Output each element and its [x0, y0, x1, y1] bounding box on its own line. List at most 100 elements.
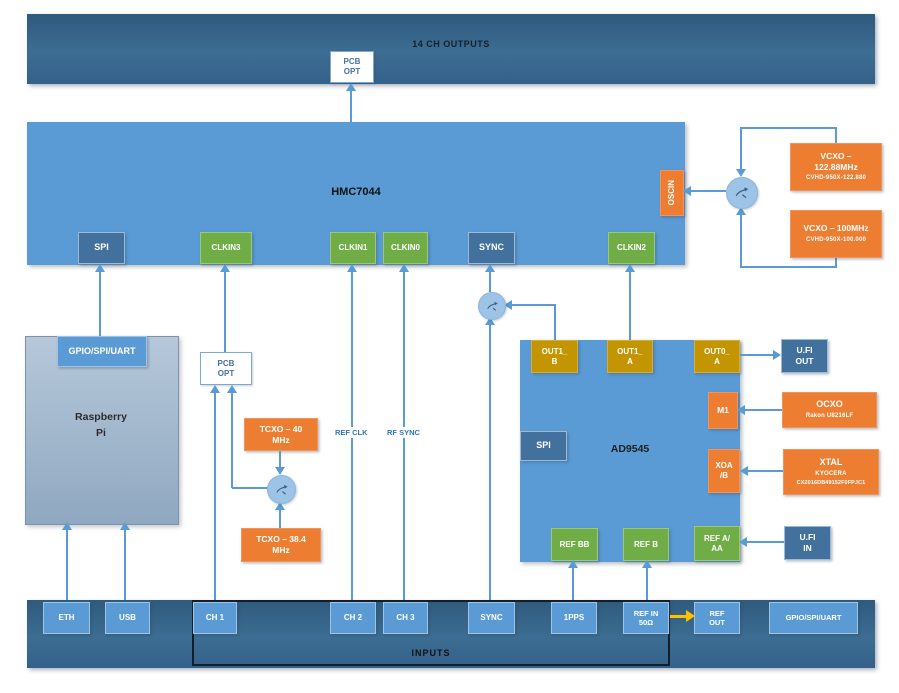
arrowhead [275, 502, 285, 510]
mux-switch-icon [735, 187, 749, 199]
vcxo-122-block: VCXO – 122.88MHz CVHD-950X-122.880 [790, 143, 882, 191]
arrowhead [95, 264, 105, 272]
connector-line [835, 128, 837, 143]
connector-line [512, 304, 556, 306]
arrowhead [642, 560, 652, 568]
arrowhead [275, 467, 285, 475]
arrowhead [347, 264, 357, 272]
connector-line [489, 271, 491, 292]
arrowhead [736, 169, 746, 177]
port-hmc-clkin1: CLKIN1 [330, 232, 376, 264]
arrowhead [485, 317, 495, 325]
connector-line [740, 214, 742, 268]
port-ad-spi: SPI [520, 431, 567, 461]
arrowhead [210, 385, 220, 393]
connector-line [744, 409, 782, 411]
ref-out-connector-line [670, 615, 688, 618]
connector-line [690, 190, 726, 192]
port-ad-refa: REF A/AA [694, 526, 740, 561]
connector-line [646, 567, 648, 600]
port-ad-m1: M1 [708, 392, 738, 429]
connector-line [224, 271, 226, 352]
arrowhead [504, 300, 512, 310]
connector-line [740, 266, 837, 268]
rf-sync-line-label: RF SYNC [384, 427, 423, 438]
ref-out-arrowhead [686, 610, 695, 622]
hmc7044-title: HMC7044 [331, 186, 381, 198]
vcxo-mux-switch [726, 177, 758, 209]
port-ad-out0a: OUT0_A [694, 340, 740, 373]
connector-line [231, 392, 233, 488]
xtal-block: XTAL KYOCERA CX2016DB49152F0FPJC1 [783, 449, 879, 495]
connector-line [489, 324, 491, 600]
connector-line [740, 127, 837, 129]
connector-line [572, 567, 574, 600]
mux-switch-icon [486, 301, 498, 311]
vcxo-100-block: VCXO – 100MHz CVHD-950X-100.000 [790, 210, 882, 258]
input-ch2: CH 2 [330, 602, 376, 634]
connector-line [350, 90, 352, 122]
connector-line [629, 271, 631, 340]
outputs-bar: 14 CH OUTPUTS [27, 14, 875, 84]
sync-mux-switch [478, 292, 506, 320]
port-ad-xoab: XOA/B [708, 449, 740, 493]
arrowhead [62, 522, 72, 530]
pcb-opt-top-block: PCB OPT [330, 51, 374, 83]
port-ad-out1a: OUT1_A [607, 340, 653, 373]
connector-line [554, 306, 556, 340]
port-ad-refb: REF B [623, 528, 669, 561]
port-ad-out1b: OUT1_B [531, 340, 578, 373]
input-usb: USB [105, 602, 150, 634]
outputs-bar-label: 14 CH OUTPUTS [412, 39, 490, 49]
tcxo-40-block: TCXO – 40 MHz [244, 418, 318, 451]
arrowhead [568, 560, 578, 568]
arrowhead [740, 466, 748, 476]
port-ad-refbb: REF BB [551, 528, 598, 561]
connector-line [746, 541, 784, 543]
arrowhead [120, 522, 130, 530]
connector-line [279, 451, 281, 469]
arrowhead [773, 350, 781, 360]
input-eth: ETH [43, 602, 90, 634]
mux-switch-icon [275, 484, 288, 495]
arrowhead [220, 264, 230, 272]
connector-line [66, 529, 68, 600]
input-ch3: CH 3 [383, 602, 428, 634]
connector-line [740, 354, 775, 356]
arrowhead [346, 83, 356, 91]
arrowhead [399, 264, 409, 272]
connector-line [232, 487, 268, 489]
input-1pps: 1PPS [551, 602, 597, 634]
ref-clk-line-label: REF CLK [332, 427, 371, 438]
connector-line [99, 271, 101, 336]
pi-gpio-header: GPIO/SPI/UART [57, 336, 147, 367]
port-hmc-clkin2: CLKIN2 [608, 232, 655, 264]
arrowhead [227, 385, 237, 393]
arrowhead [739, 537, 747, 547]
port-hmc-sync: SYNC [468, 232, 515, 264]
connector-line [124, 529, 126, 600]
connector-line [835, 258, 837, 268]
connector-line [279, 509, 281, 528]
port-hmc-spi: SPI [78, 232, 125, 264]
connector-line [740, 129, 742, 172]
arrowhead [485, 264, 495, 272]
arrowhead [737, 405, 745, 415]
tcxo-384-block: TCXO – 38.4 MHz [241, 528, 321, 562]
pi-label: Raspberry Pi [75, 411, 127, 439]
ocxo-block: OCXO Rakon U8216LF [782, 392, 877, 428]
arrowhead [625, 264, 635, 272]
arrowhead [683, 186, 691, 196]
ad9545-title: AD9545 [610, 443, 650, 455]
port-hmc-clkin0: CLKIN0 [383, 232, 428, 264]
pcb-opt-mid-block: PCB OPT [200, 352, 252, 385]
inputs-label: INPUTS [411, 648, 451, 658]
connector-line [214, 392, 216, 600]
port-hmc-clkin3: CLKIN3 [200, 232, 252, 264]
input-ch1: CH 1 [193, 602, 237, 634]
